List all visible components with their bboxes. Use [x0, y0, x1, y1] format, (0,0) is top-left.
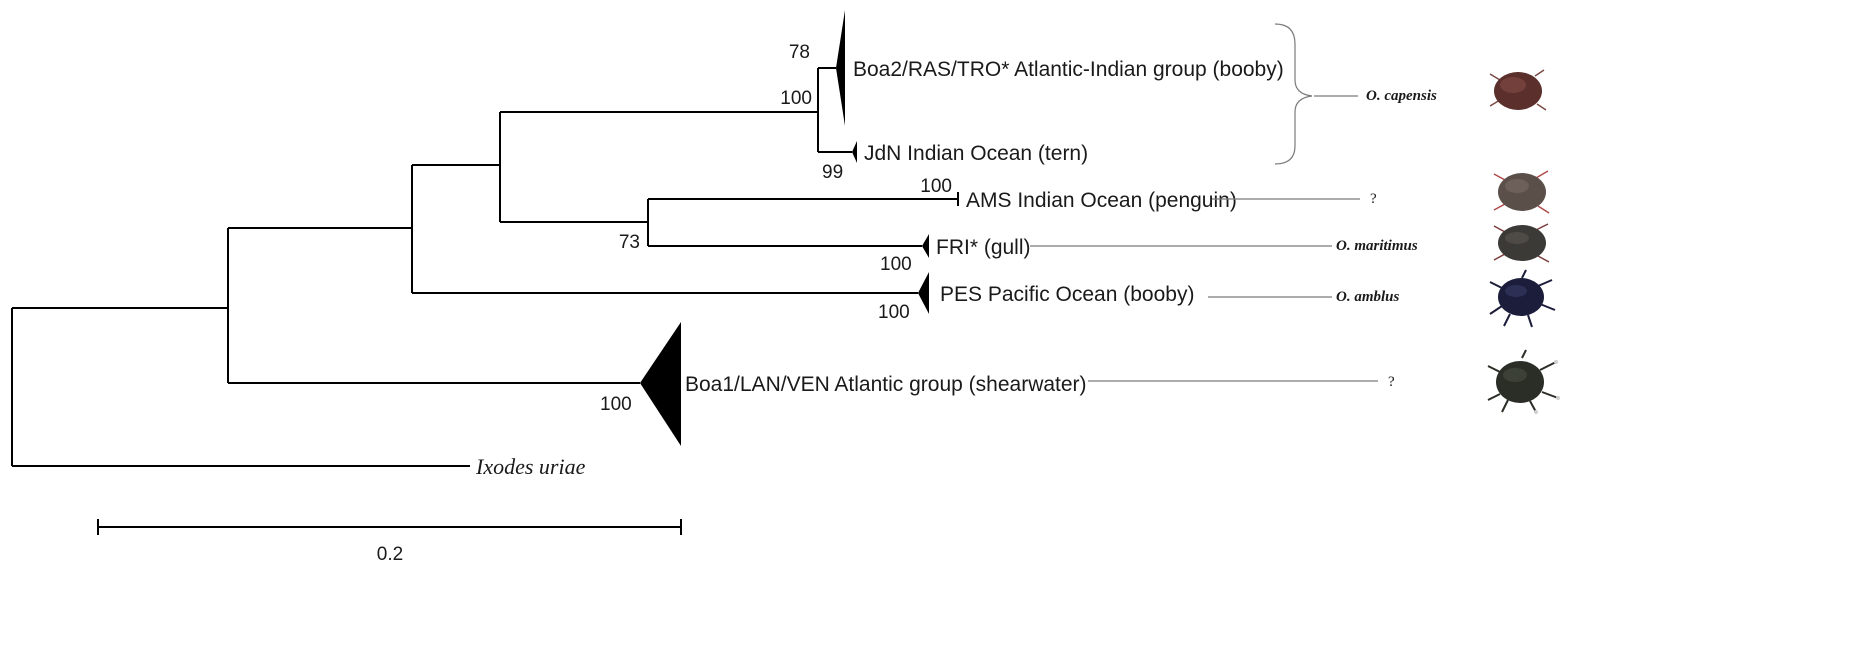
clade-label-fri: FRI* (gull): [936, 236, 1031, 259]
clade-label-ams: AMS Indian Ocean (penguin): [966, 189, 1237, 212]
bootstrap-ams-fri-node: 73: [619, 232, 640, 253]
species-amblus: O. amblus: [1336, 289, 1400, 305]
bootstrap-atlantic: 100: [600, 394, 632, 415]
species-maritimus: O. maritimus: [1336, 238, 1418, 254]
tick-image-atlantic: [1487, 349, 1560, 414]
tick-image-amblus: [1489, 269, 1556, 328]
species-capensis: O. capensis: [1366, 88, 1437, 104]
species-unknown-ams: ?: [1370, 191, 1377, 207]
bootstrap-pes: 100: [878, 302, 910, 323]
tick-images: [1487, 69, 1560, 414]
fri-clade-triangle: [922, 234, 929, 258]
bootstrap-capensis-node: 100: [780, 88, 812, 109]
tick-image-ams: [1493, 170, 1550, 214]
atlantic-clade-triangle: [640, 322, 681, 446]
jdn-clade-triangle: [852, 141, 857, 163]
bootstrap-fri: 100: [880, 254, 912, 275]
bootstrap-atlantic-indian: 78: [789, 42, 810, 63]
species-connectors: [1030, 23, 1378, 382]
species-labels: O. capensis ? O. maritimus O. amblus ?: [1336, 88, 1437, 390]
pes-clade-triangle: [918, 272, 929, 314]
tick-image-capensis: [1489, 69, 1547, 111]
clade-label-pes: PES Pacific Ocean (booby): [940, 283, 1194, 306]
clade-label-atlantic-indian: Boa2/RAS/TRO* Atlantic-Indian group (boo…: [853, 58, 1284, 81]
clade-label-atlantic: Boa1/LAN/VEN Atlantic group (shearwater): [685, 373, 1087, 396]
collapsed-clades: [640, 10, 929, 446]
outgroup-label: Ixodes uriae: [475, 454, 586, 479]
scale-bar-label: 0.2: [377, 544, 403, 565]
scale-bar: 0.2: [97, 519, 682, 565]
clade-label-jdn: JdN Indian Ocean (tern): [864, 142, 1088, 165]
bootstrap-ams: 100: [920, 176, 952, 197]
atlantic-indian-clade-triangle: [836, 10, 845, 126]
capensis-brace: [1274, 23, 1313, 165]
tick-image-maritimus: [1493, 223, 1550, 263]
bootstrap-jdn: 99: [822, 162, 843, 183]
clade-labels: Boa2/RAS/TRO* Atlantic-Indian group (boo…: [475, 58, 1284, 479]
bootstrap-values: 78 100 99 100 73 100 100 100: [600, 42, 952, 415]
species-unknown-atlantic: ?: [1388, 374, 1395, 390]
tree-branches: [11, 67, 959, 467]
